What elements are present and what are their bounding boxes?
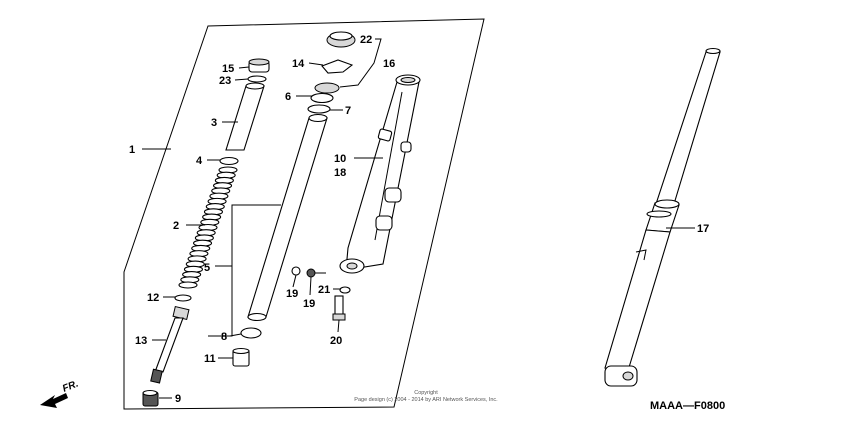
callout-14: 14 [292, 58, 305, 70]
part-4-spring-seat[interactable] [219, 156, 239, 166]
callout-23: 23 [219, 75, 231, 87]
diagram-code: MAAA—F0800 [650, 400, 725, 412]
part-23-o-ring[interactable] [247, 75, 267, 83]
leader-lines [142, 38, 695, 399]
callout-19b: 19 [303, 298, 315, 310]
spring-coil [178, 281, 198, 289]
callout-22: 22 [360, 34, 372, 46]
part-10-fork-slider[interactable] [339, 74, 421, 274]
part-5-fork-pipe[interactable] [247, 113, 328, 322]
callout-6: 6 [285, 91, 291, 103]
callout-13: 13 [135, 335, 147, 347]
part-20-socket-bolt[interactable] [332, 295, 346, 321]
callout-15: 15 [222, 63, 234, 75]
part-14-stopper-ring[interactable] [321, 59, 354, 74]
callout-17: 17 [697, 223, 709, 235]
copyright-line: Page design (c) 2004 - 2014 by ARI Netwo… [354, 397, 498, 403]
front-arrow-icon [40, 393, 68, 408]
part-8-slider-bushing[interactable] [240, 327, 262, 339]
callout-5: 5 [204, 262, 210, 274]
callout-11: 11 [204, 353, 216, 365]
callout-4: 4 [196, 155, 203, 167]
part-19-axle-pinch-bolt[interactable] [291, 266, 326, 278]
callout-2: 2 [173, 220, 179, 232]
front-label: FR. [61, 379, 80, 395]
part-13-fork-piston[interactable] [150, 305, 190, 384]
front-direction-indicator: FR. [40, 379, 80, 408]
callout-10: 10 [334, 153, 346, 165]
callout-3: 3 [211, 117, 217, 129]
callout-16: 16 [383, 58, 395, 70]
callout-19a: 19 [286, 288, 298, 300]
callout-21: 21 [318, 284, 330, 296]
part-21-sealing-washer[interactable] [339, 286, 351, 294]
part-6-oil-seal-2 [310, 92, 334, 104]
part-3-spacer-pipe[interactable] [225, 82, 265, 151]
callout-1: 1 [129, 144, 135, 156]
part-6-oil-seal[interactable] [314, 82, 340, 94]
part-7-back-up-ring[interactable] [307, 104, 331, 114]
part-9-socket-bolt[interactable] [142, 389, 159, 407]
part-11-oil-lock-piece[interactable] [232, 347, 250, 367]
callout-20: 20 [330, 335, 342, 347]
part-17-fork-assembly[interactable] [604, 47, 721, 387]
part-2-fork-spring[interactable] [178, 166, 238, 289]
callout-9: 9 [175, 393, 181, 405]
part-15-fork-bolt[interactable] [248, 58, 270, 73]
callout-18: 18 [334, 167, 346, 179]
callout-8: 8 [221, 331, 227, 343]
part-22-dust-seal[interactable] [326, 31, 356, 48]
assembly-boundary [123, 18, 485, 410]
callout-7: 7 [345, 105, 351, 117]
part-12-piston-ring[interactable] [174, 294, 192, 302]
copyright-title: Copyright [414, 390, 438, 396]
callout-12: 12 [147, 292, 159, 304]
